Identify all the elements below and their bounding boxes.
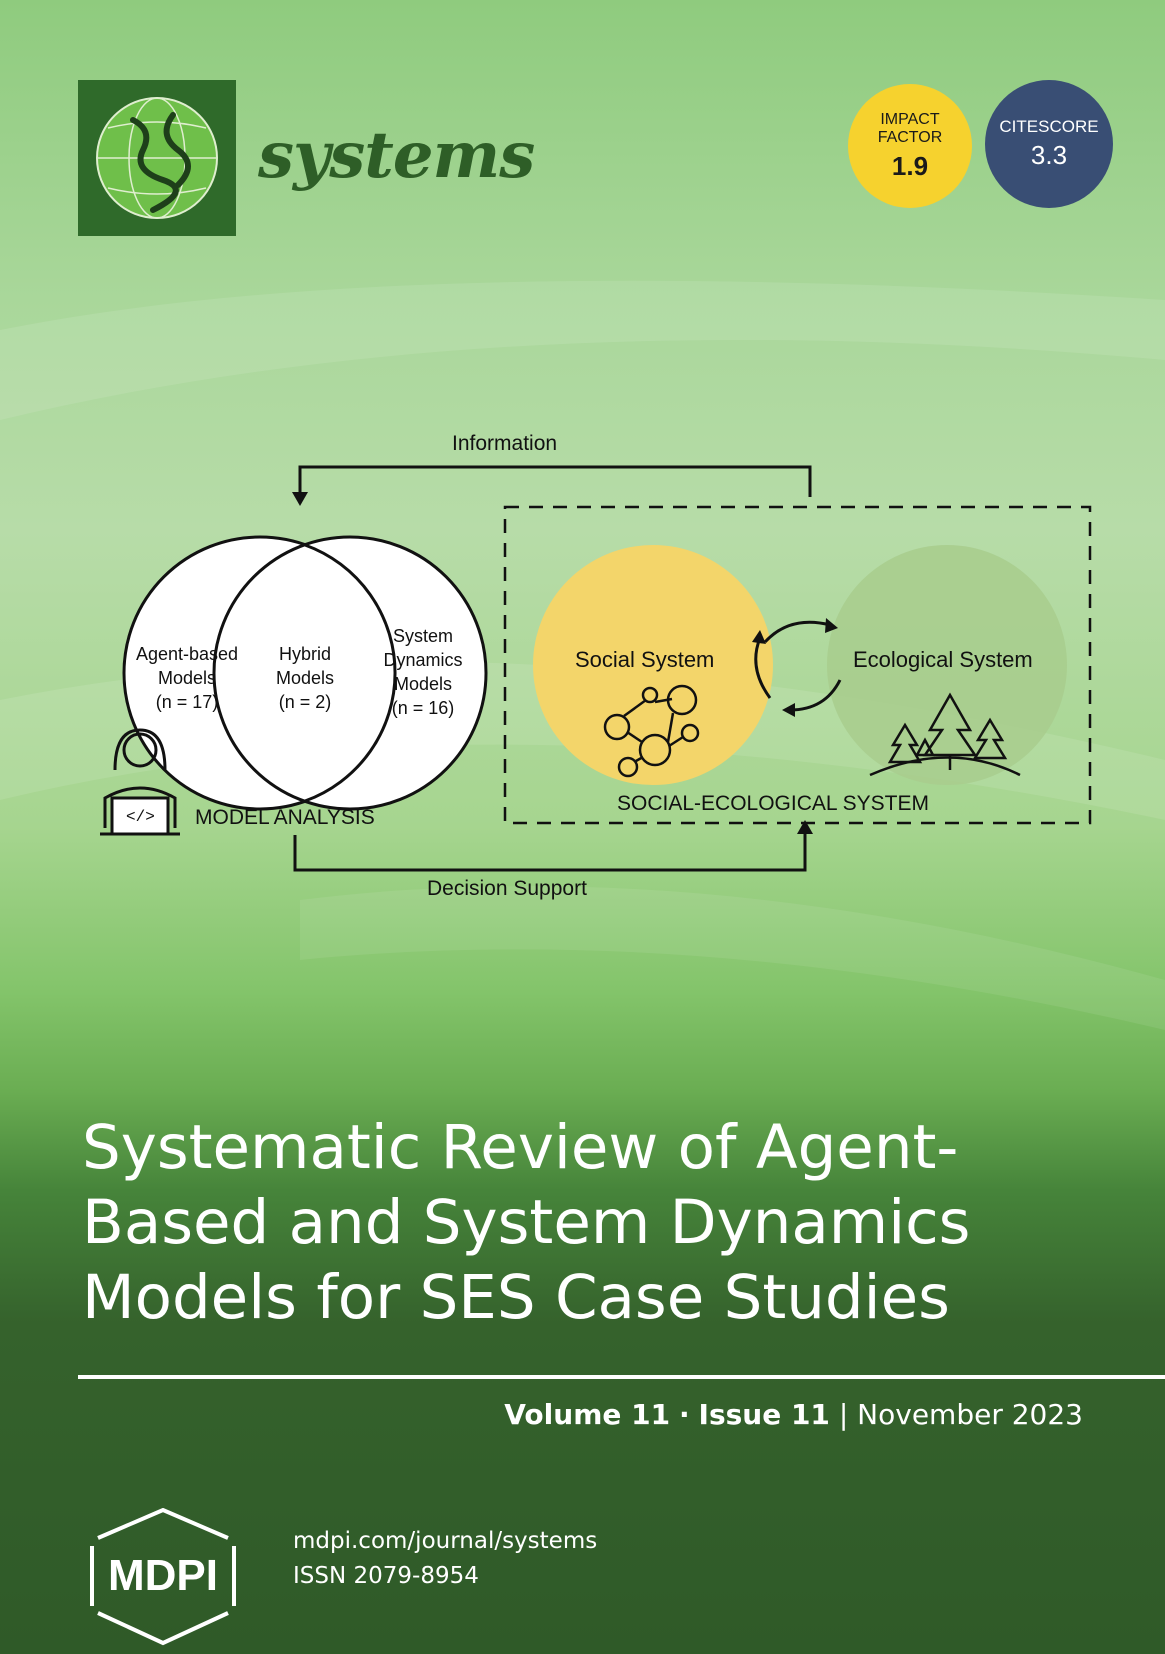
ses-label: SOCIAL-ECOLOGICAL SYSTEM [617, 792, 929, 815]
developer-icon: </> [100, 728, 180, 836]
venn-right-circle [212, 535, 488, 811]
title-line-1: Systematic Review of Agent- [82, 1112, 959, 1183]
impact-factor-value: 1.9 [891, 150, 929, 181]
information-arrowhead [292, 492, 308, 506]
decision-support-arrow [293, 832, 807, 872]
decision-support-label: Decision Support [427, 877, 587, 900]
impact-factor-label-2: FACTOR [877, 128, 943, 146]
ecological-system-label: Ecological System [853, 647, 1033, 672]
issue-separator: · [678, 1398, 690, 1431]
mdpi-logo-text: MDPI [108, 1551, 218, 1600]
svg-text:</>: </> [126, 808, 155, 826]
trees-icon [869, 692, 1021, 777]
mdpi-logo: MDPI [90, 1508, 236, 1646]
issue-number: Issue 11 [698, 1398, 830, 1431]
journal-logo [78, 80, 236, 236]
network-icon [603, 684, 700, 778]
globe-icon [96, 97, 218, 219]
issue-info: Volume 11 · Issue 11 | November 2023 [504, 1398, 1083, 1431]
journal-url[interactable]: mdpi.com/journal/systems [293, 1528, 598, 1554]
social-system-circle [533, 545, 773, 785]
issn: ISSN 2079-8954 [293, 1563, 479, 1589]
diagram-graphics: </> [100, 465, 1092, 872]
impact-factor-badge: IMPACT FACTOR 1.9 [848, 84, 972, 208]
volume: Volume 11 [504, 1398, 671, 1431]
ecological-system-circle [827, 545, 1067, 785]
social-system-label: Social System [575, 647, 715, 672]
article-title: Systematic Review of Agent- Based and Sy… [82, 1110, 1142, 1335]
decision-support-arrowhead [797, 820, 813, 834]
model-analysis-label: MODEL ANALYSIS [195, 806, 375, 829]
issue-date: November 2023 [857, 1398, 1083, 1431]
citescore-badge: CITESCORE 3.3 [985, 80, 1113, 208]
information-arrow [298, 465, 812, 497]
issue-bar: | [838, 1398, 849, 1431]
journal-name: systems [258, 118, 535, 193]
citescore-label: CITESCORE [999, 116, 1099, 136]
impact-factor-label-1: IMPACT [880, 110, 940, 128]
title-rule [78, 1375, 1165, 1379]
information-label: Information [452, 432, 558, 455]
citescore-value: 3.3 [1030, 139, 1068, 170]
ses-dashed-box [503, 505, 1092, 825]
cover-diagram: </> Information Decision Support Agent-b… [0, 420, 1165, 910]
title-line-3: Models for SES Case Studies [82, 1262, 950, 1333]
title-line-2: Based and System Dynamics [82, 1187, 971, 1258]
